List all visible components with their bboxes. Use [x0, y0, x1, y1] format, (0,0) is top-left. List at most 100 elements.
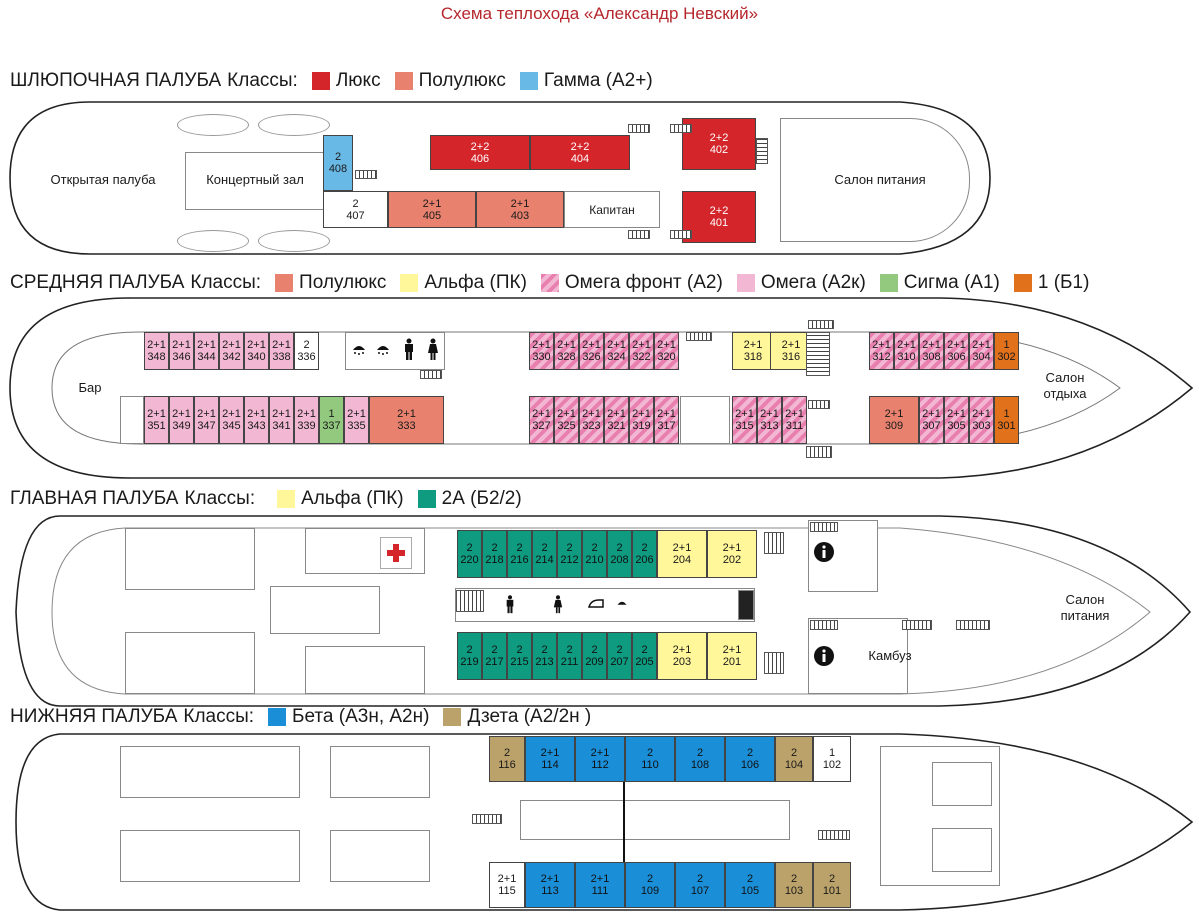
cabin-number: 107	[690, 885, 710, 897]
cabin-type: 2+1	[735, 408, 754, 420]
room	[120, 830, 300, 882]
stairs	[686, 332, 712, 341]
main-deck-name: ГЛАВНАЯ ПАЛУБА	[10, 488, 179, 509]
cabin-type: 2+1	[172, 339, 191, 351]
cabin-number: 216	[510, 554, 529, 566]
galley-label: Камбуз	[868, 648, 912, 663]
woman-wc-icon	[548, 590, 568, 618]
stairs	[818, 830, 850, 840]
legend-omega: Омега (А2к)	[736, 272, 866, 294]
